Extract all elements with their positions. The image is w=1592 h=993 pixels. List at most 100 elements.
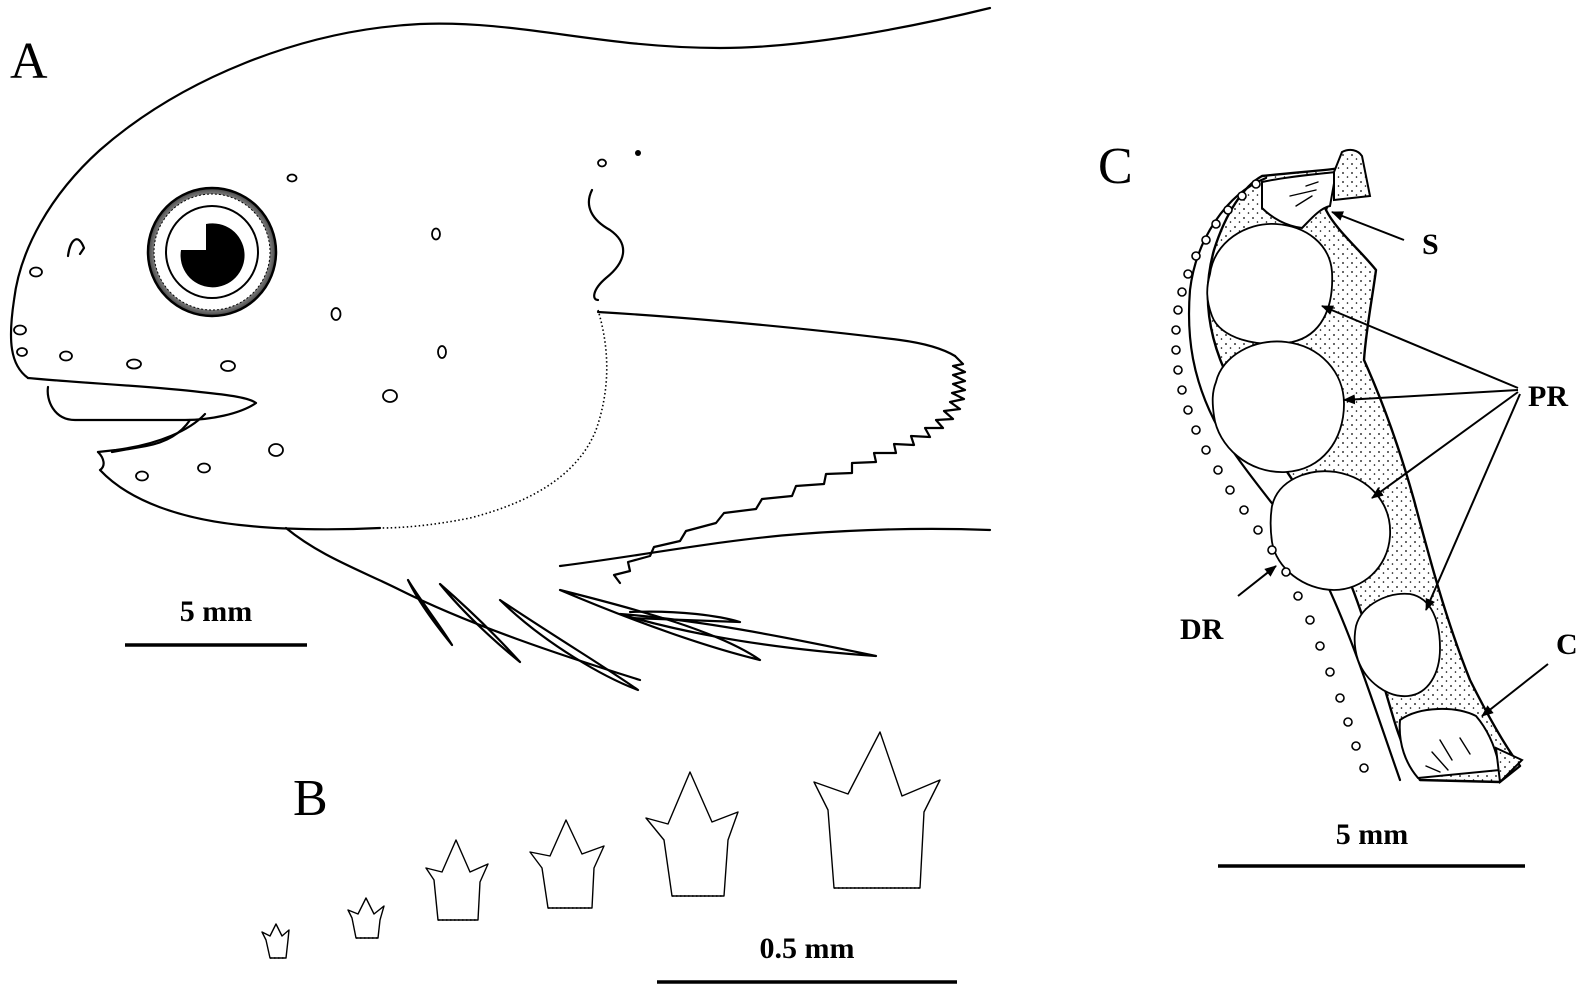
dr-dot [1211, 219, 1221, 229]
pore [286, 173, 298, 183]
label-s: S [1422, 228, 1439, 261]
dr-dot [1253, 525, 1263, 535]
dr-dot [1225, 485, 1235, 495]
lower-jaw [96, 450, 382, 531]
fin-spine-1 [406, 578, 454, 647]
dr-dot [1171, 345, 1181, 355]
label-pr: PR [1528, 380, 1568, 413]
dr-dot [1359, 763, 1369, 773]
dr-dot [1315, 641, 1325, 651]
label-dr: DR [1180, 613, 1224, 646]
pore [16, 347, 28, 357]
panel-a-letter: A [10, 33, 48, 90]
c-element-tip [1494, 746, 1524, 785]
arrow-s [1331, 211, 1405, 241]
head-outline [9, 6, 992, 380]
dr-dot [1213, 465, 1223, 475]
dr-dot [1343, 717, 1353, 727]
element-drawing [1171, 148, 1524, 785]
pore-2 [1211, 340, 1345, 473]
dr-dot [1173, 365, 1183, 375]
dr-dot [1183, 405, 1193, 415]
panel-b: B 0.5 mm [261, 731, 957, 984]
pore [220, 360, 236, 372]
tooth-5 [645, 771, 739, 897]
fish-head-drawing [9, 6, 992, 692]
fin-spine-3 [498, 598, 640, 692]
dr-dot [1171, 325, 1181, 335]
panel-b-scale-label: 0.5 mm [760, 932, 855, 965]
tooth-1 [261, 923, 290, 959]
c-element [1398, 708, 1502, 780]
pore [431, 227, 441, 241]
fin-spine-6 [628, 610, 742, 624]
chin-tip [96, 412, 207, 454]
body-upper-line [596, 310, 957, 358]
dermal-row [1171, 179, 1369, 773]
dr-dot [1237, 191, 1247, 201]
dr-dot [1281, 567, 1291, 577]
dr-dot [1191, 251, 1201, 261]
fin-spine-5 [618, 612, 878, 658]
arrow-pr-3 [1371, 391, 1519, 499]
pore [382, 389, 398, 403]
pore [59, 350, 73, 362]
dr-dot [1293, 591, 1303, 601]
s-element-tip [1333, 148, 1372, 202]
pore [635, 150, 641, 156]
dr-dot [1305, 615, 1315, 625]
maxilla [110, 418, 192, 454]
dr-dot [1351, 741, 1361, 751]
dr-dot [1239, 505, 1249, 515]
opercle-edge [379, 309, 608, 529]
arrow-pr-1 [1321, 305, 1519, 389]
tooth-2 [347, 897, 385, 939]
panel-b-letter: B [293, 770, 328, 827]
dr-dot [1173, 305, 1183, 315]
pore [29, 266, 43, 278]
dr-dot [1267, 545, 1277, 555]
tooth-6 [813, 731, 941, 889]
dr-dot [1223, 205, 1233, 215]
dr-dot [1335, 693, 1345, 703]
pore-1 [1206, 223, 1334, 345]
arrow-pr-2 [1343, 389, 1519, 405]
dr-dot [1191, 425, 1201, 435]
fin-spine-2 [438, 582, 522, 664]
panel-a-scale-label: 5 mm [180, 595, 252, 628]
preopercle-spine [612, 354, 967, 585]
pore [126, 358, 142, 370]
dr-dot [1201, 235, 1211, 245]
dr-dot [1201, 445, 1211, 455]
opercle-notch [587, 188, 625, 302]
pore-3 [1269, 470, 1391, 591]
panel-a: A [9, 6, 992, 692]
dr-dot [1177, 385, 1187, 395]
arrow-pr-4 [1425, 393, 1521, 611]
pore [330, 307, 342, 321]
pore-4 [1353, 592, 1441, 697]
dr-dot [1183, 269, 1193, 279]
panel-c-scale-label: 5 mm [1336, 818, 1408, 851]
s-element [1261, 170, 1338, 230]
head-pores [13, 150, 641, 482]
arrow-dr [1237, 565, 1277, 597]
arrow-c [1481, 663, 1549, 717]
pore [437, 345, 447, 359]
dr-dot [1177, 287, 1187, 297]
nostril [66, 238, 86, 258]
panel-c-letter: C [1098, 138, 1133, 195]
s-element-marks [1289, 181, 1319, 207]
tooth-4 [529, 819, 605, 909]
pore [13, 324, 27, 336]
dr-dot [1251, 179, 1261, 189]
dr-dot [1325, 667, 1335, 677]
teeth-series [261, 731, 941, 959]
eye-pupil [180, 223, 245, 288]
panel-c: C [1098, 138, 1578, 868]
annotation-arrows [1237, 211, 1549, 717]
pore [197, 462, 211, 474]
tooth-bases [270, 887, 920, 959]
